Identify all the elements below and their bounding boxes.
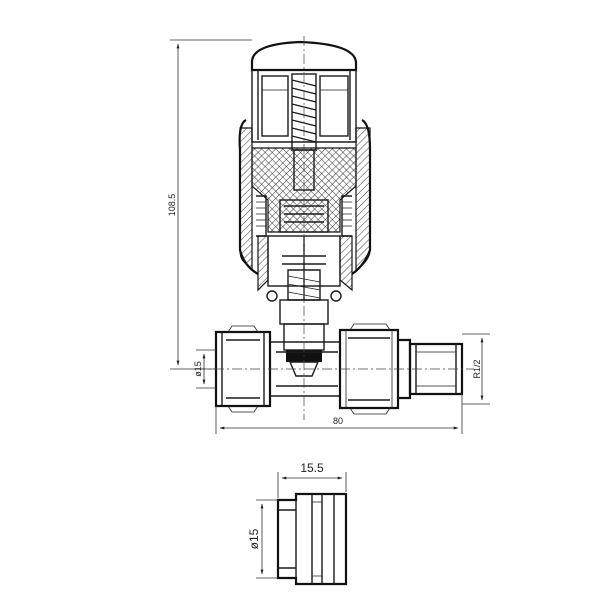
- pipe-diameter-label: ø15: [193, 361, 203, 377]
- bonnet: [257, 235, 353, 302]
- dimension-thread: R1/2: [462, 333, 490, 405]
- left-compression-nut: [214, 325, 272, 413]
- adaptor-detail: [276, 492, 348, 586]
- thermostatic-head: [238, 40, 372, 275]
- valve-assembly: [196, 36, 474, 420]
- dimension-length: 80: [215, 394, 463, 434]
- length-label: 80: [333, 416, 343, 426]
- dimension-pipe-diameter: ø15: [193, 349, 216, 389]
- dimension-adaptor-length: 15.5: [277, 461, 347, 498]
- thread-label: R1/2: [472, 359, 482, 378]
- adaptor-length-label: 15.5: [300, 461, 324, 475]
- dimension-adaptor-diameter: ø15: [247, 499, 278, 579]
- dimension-height: 108.5: [167, 39, 252, 370]
- height-label: 108.5: [167, 194, 177, 217]
- adaptor-diameter-label: ø15: [247, 528, 261, 549]
